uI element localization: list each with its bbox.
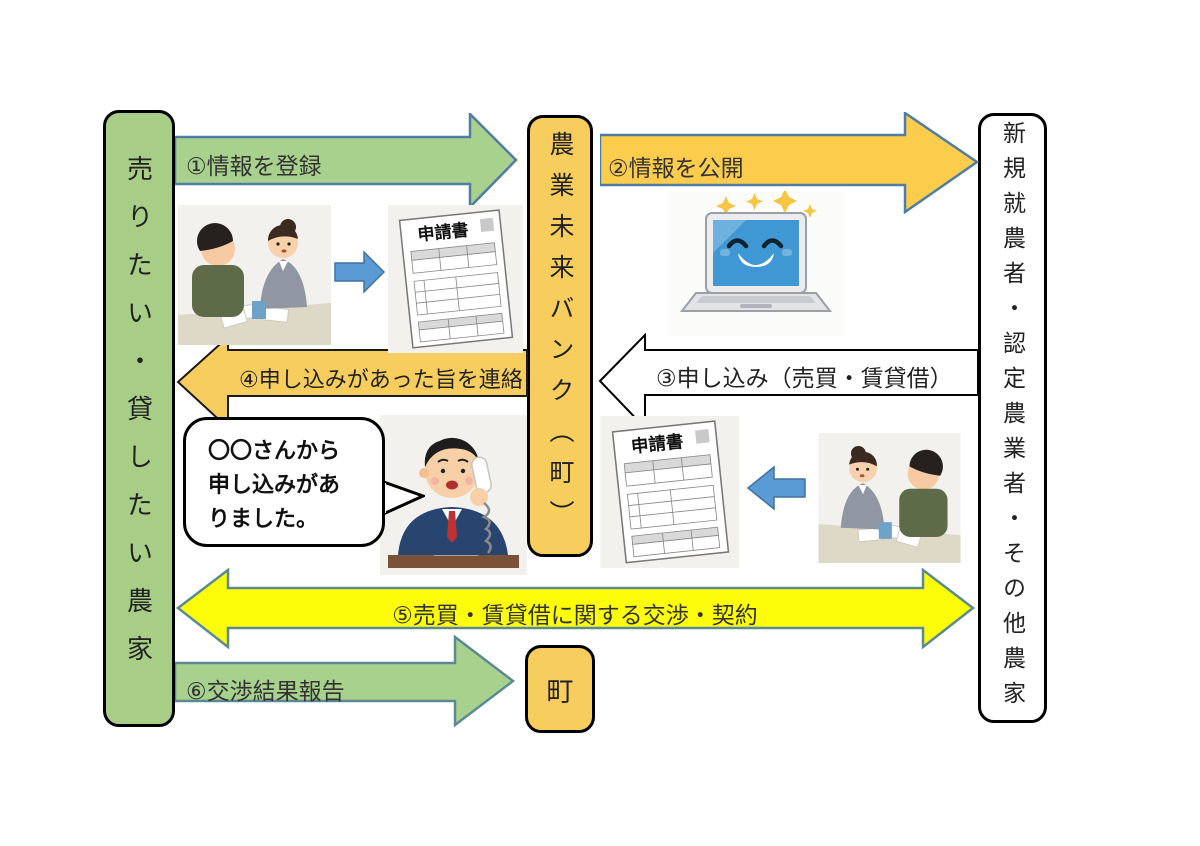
buyers-box: 新規就農者・認定農業者・その他農家	[978, 113, 1047, 723]
speech-bubble-tail-icon	[379, 478, 428, 523]
bank-box-label: 農業未来バンク（町）	[546, 131, 574, 541]
town-box-label: 町	[546, 676, 574, 707]
speech-bubble: 〇〇さんから 申し込みがあ りました。	[183, 417, 385, 547]
town-box: 町	[525, 645, 595, 733]
step4-label: ④申し込みがあった旨を連絡	[239, 367, 523, 392]
step1-label: ①情報を登録	[186, 153, 322, 179]
consultation-illustration	[178, 205, 331, 350]
bank-box: 農業未来バンク（町）	[527, 115, 593, 557]
step3-label: ③申し込み（売買・賃貸借）	[656, 365, 953, 391]
application-form-illustration-2: 申請書	[600, 416, 740, 573]
arrow-step5-double-icon	[176, 568, 976, 649]
laptop-illustration	[668, 189, 843, 341]
application-form-illustration: 申請書	[388, 205, 523, 358]
buyers-box-label: 新規就農者・認定農業者・その他農家	[999, 120, 1026, 716]
arrow-step1-right-icon	[175, 113, 520, 238]
speech-bubble-line2: 申し込みがあ	[208, 472, 341, 497]
step2-label: ②情報を公開	[608, 155, 744, 181]
step6-label: ⑥交渉結果報告	[186, 678, 345, 704]
sellers-box: 売りたい・貸したい農家	[103, 110, 175, 727]
blue-right-arrow-icon	[334, 250, 386, 294]
sellers-box-label: 売りたい・貸したい農家	[123, 154, 154, 683]
blue-left-arrow-icon	[746, 464, 806, 512]
speech-bubble-line1: 〇〇さんから	[208, 438, 341, 463]
arrow-step6-right-icon	[175, 633, 520, 728]
speech-bubble-line3: りました。	[208, 506, 319, 531]
consultation-illustration-mirrored	[812, 433, 967, 568]
step5-label: ⑤売買・賃貸借に関する交渉・契約	[392, 602, 758, 628]
arrow-step2-right-icon	[600, 112, 980, 214]
